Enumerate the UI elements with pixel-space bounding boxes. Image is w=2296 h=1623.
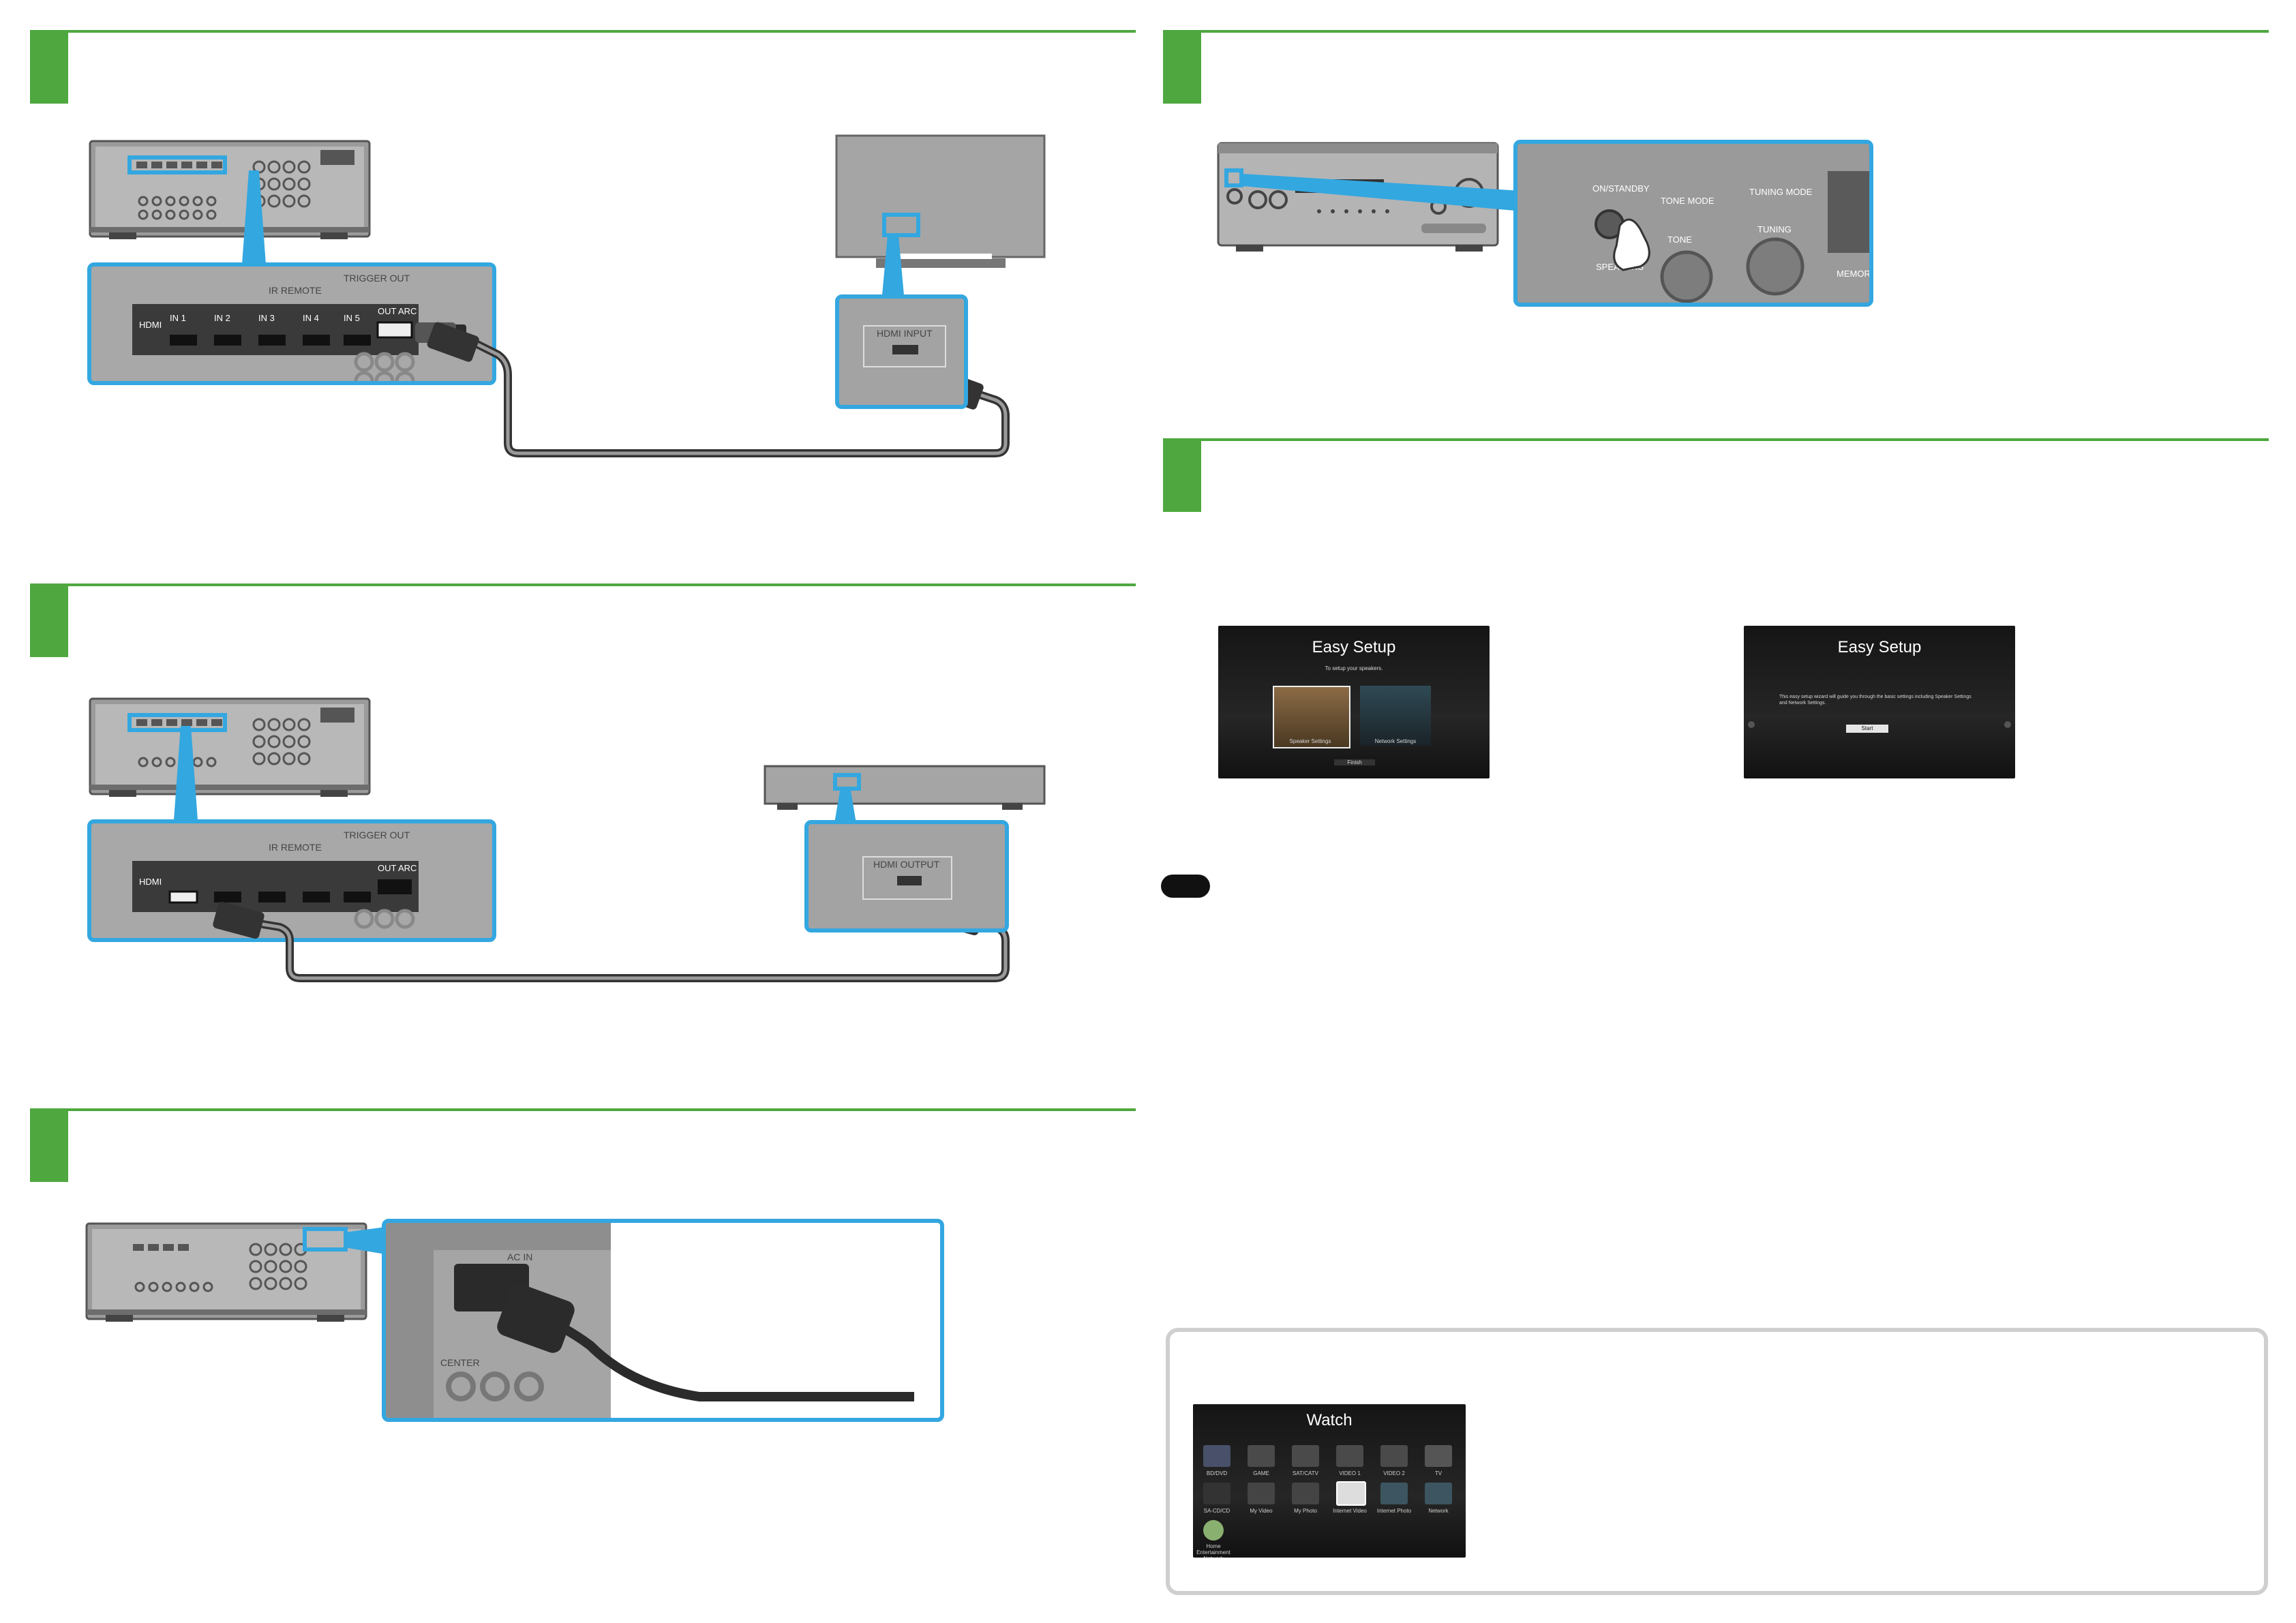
callout-connector-1 [242, 170, 266, 264]
callout-connector-3 [344, 1227, 385, 1254]
my-video-icon[interactable] [1248, 1483, 1275, 1504]
memory-enter-label: MEMORY/ENTE [1837, 269, 1873, 279]
tv-hdmi-input-label: HDMI INPUT [877, 328, 933, 339]
watch-menu-title: Watch [1306, 1411, 1353, 1429]
speaker-settings-option[interactable] [1273, 686, 1350, 748]
section-3-rule [30, 1108, 1136, 1111]
menu-item-8: My Photo [1294, 1508, 1317, 1514]
receiver-rear-illustration-2 [89, 697, 371, 797]
receiver-hdmi-closeup-2: HDMI IR REMOTE TRIGGER OUT OUT ARC [87, 819, 496, 942]
menu-item-6: SA-CD/CD [1203, 1508, 1230, 1514]
callout-connector-2 [174, 726, 198, 820]
internet-video-icon[interactable] [1336, 1481, 1366, 1506]
menu-item-1: GAME [1253, 1470, 1269, 1476]
menu-item-12: Home Entertainment Network [1196, 1543, 1230, 1558]
tv-hdmi-input-closeup: HDMI INPUT [835, 294, 968, 409]
callout-connector-4 [1243, 174, 1522, 211]
callout-connector-player [834, 791, 856, 823]
arc-label-2: ARC [398, 863, 417, 873]
menu-item-4: VIDEO 2 [1383, 1470, 1405, 1476]
trigger-out-label-2: TRIGGER OUT [344, 830, 410, 840]
menu-item-5: TV [1434, 1470, 1442, 1476]
section-3-marker [30, 1110, 68, 1182]
hdmi-label-2: HDMI [139, 877, 162, 887]
trigger-out-label: TRIGGER OUT [344, 273, 410, 284]
speaker-settings-label: Speaker Settings [1289, 738, 1331, 744]
menu-item-11: Network [1428, 1508, 1449, 1514]
finish-button[interactable]: Finish [1334, 759, 1375, 765]
in3-label: IN 3 [258, 313, 275, 323]
tone-mode-label: TONE MODE [1661, 196, 1715, 206]
easy-setup-2-body: This easy setup wizard will guide you th… [1779, 695, 1972, 706]
section-1-marker [30, 31, 68, 104]
bd-dvd-icon[interactable] [1203, 1445, 1230, 1467]
menu-item-3: VIDEO 1 [1339, 1470, 1361, 1476]
out-label: OUT [378, 306, 397, 316]
easy-setup-1-subtitle: To setup your speakers. [1325, 665, 1383, 671]
start-button[interactable]: Start [1846, 725, 1888, 733]
video2-icon[interactable] [1380, 1445, 1408, 1467]
video1-icon[interactable] [1336, 1445, 1363, 1467]
tuning-mode-label: TUNING MODE [1749, 187, 1813, 197]
menu-item-7: My Video [1250, 1508, 1273, 1514]
sacd-cd-icon[interactable] [1203, 1483, 1230, 1504]
callout-connector-tv [882, 235, 904, 295]
receiver-rear-illustration-3 [85, 1222, 367, 1322]
ac-in-closeup: AC IN CENTER [382, 1219, 944, 1422]
player-illustration [764, 765, 1046, 810]
center-label: CENTER [440, 1357, 480, 1368]
note-badge [1161, 875, 1210, 898]
hdmi-label: HDMI [139, 320, 162, 330]
tv-illustration [835, 134, 1046, 268]
receiver-rear-illustration-1 [89, 140, 371, 239]
ir-remote-label-2: IR REMOTE [269, 842, 322, 853]
menu-item-10: Internet Photo [1376, 1508, 1412, 1514]
easy-setup-screen-1: Easy Setup To setup your speakers. Speak… [1218, 626, 1490, 778]
tv-icon[interactable] [1425, 1445, 1452, 1467]
game-icon[interactable] [1248, 1445, 1275, 1467]
arc-label: ARC [398, 306, 417, 316]
front-panel-closeup: ON/STANDBY TONE MODE TUNING MODE TONE TU… [1513, 140, 1873, 307]
ir-remote-label: IR REMOTE [269, 285, 322, 296]
in1-label: IN 1 [170, 313, 186, 323]
in2-label: IN 2 [214, 313, 230, 323]
section-5-rule [1163, 438, 2269, 441]
player-hdmi-output-closeup: HDMI OUTPUT [804, 820, 1009, 932]
menu-item-9: Internet Video [1333, 1508, 1367, 1514]
prev-arrow-icon[interactable] [1748, 721, 1755, 728]
in5-label: IN 5 [344, 313, 360, 323]
my-photo-icon[interactable] [1292, 1483, 1319, 1504]
on-standby-label: ON/STANDBY [1592, 183, 1650, 194]
watch-menu-screen: Watch BD/DVD GAME SAT/CATV VIDEO 1 VIDEO… [1193, 1404, 1466, 1558]
section-4-marker [1163, 31, 1201, 104]
easy-setup-1-title: Easy Setup [1312, 638, 1396, 656]
network-icon[interactable] [1425, 1483, 1452, 1504]
player-hdmi-output-label: HDMI OUTPUT [873, 859, 940, 870]
easy-setup-screen-2: Easy Setup This easy setup wizard will g… [1744, 626, 2015, 778]
section-5-marker [1163, 440, 1201, 512]
tone-label: TONE [1667, 234, 1692, 245]
network-settings-label: Network Settings [1374, 738, 1417, 744]
section-2-marker [30, 585, 68, 657]
receiver-hdmi-closeup-1: HDMI IR REMOTE TRIGGER OUT IN 1 IN 2 IN … [87, 262, 496, 385]
ac-in-label: AC IN [507, 1252, 532, 1262]
section-4-rule [1163, 30, 2269, 33]
section-1-rule [30, 30, 1136, 33]
out-label-2: OUT [378, 863, 397, 873]
in4-label: IN 4 [303, 313, 319, 323]
section-2-rule [30, 583, 1136, 586]
easy-setup-2-title: Easy Setup [1837, 638, 1922, 656]
menu-item-0: BD/DVD [1206, 1470, 1228, 1476]
internet-photo-icon[interactable] [1380, 1483, 1408, 1504]
tuning-label: TUNING [1757, 224, 1792, 234]
next-arrow-icon[interactable] [2004, 721, 2011, 728]
home-network-icon[interactable] [1203, 1520, 1224, 1541]
network-settings-option[interactable] [1360, 686, 1431, 746]
menu-item-2: SAT/CATV [1293, 1470, 1318, 1476]
sat-catv-icon[interactable] [1292, 1445, 1319, 1467]
